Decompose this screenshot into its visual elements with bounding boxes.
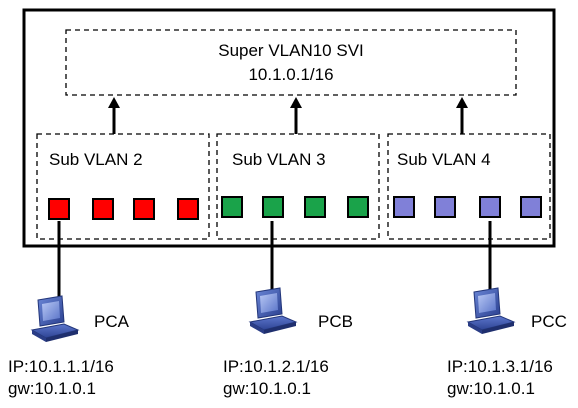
port [92, 198, 114, 220]
super-vlan-box [65, 29, 517, 96]
sub-vlan-box-3 [216, 133, 380, 240]
computer-icon [249, 287, 297, 335]
sub-vlan-label-3: Sub VLAN 3 [232, 150, 326, 169]
port [133, 198, 155, 220]
host-ip-pcc: IP:10.1.3.1/16 [447, 357, 553, 376]
port [221, 196, 243, 218]
port [347, 196, 369, 218]
ports-sub-vlan-3 [221, 196, 369, 218]
host-gw-pcb: gw:10.1.0.1 [223, 379, 311, 398]
host-name-pcb: PCB [318, 312, 353, 331]
port [262, 196, 284, 218]
host-name-pcc: PCC [531, 312, 567, 331]
port [393, 196, 415, 218]
computer-icon [467, 287, 515, 335]
switch-chassis [22, 8, 556, 248]
sub-vlan-label-2: Sub VLAN 2 [49, 150, 143, 169]
arrow-sub-vlan-3 [290, 97, 302, 134]
host-gw-pca: gw:10.1.0.1 [8, 379, 96, 398]
arrow-sub-vlan-2 [108, 97, 120, 134]
ports-sub-vlan-2 [48, 198, 199, 220]
sub-vlan-box-2 [36, 133, 210, 240]
host-name-pca: PCA [94, 312, 129, 331]
host-ip-pcb: IP:10.1.2.1/16 [223, 357, 329, 376]
super-vlan-address: 10.1.0.1/16 [248, 65, 334, 84]
host-ip-pca: IP:10.1.1.1/16 [8, 357, 114, 376]
computer-icon [31, 295, 79, 343]
host-gw-pcc: gw:10.1.0.1 [447, 379, 535, 398]
port [434, 196, 456, 218]
port [304, 196, 326, 218]
ports-sub-vlan-4 [393, 196, 542, 218]
arrow-sub-vlan-4 [456, 97, 468, 134]
sub-vlan-label-4: Sub VLAN 4 [397, 150, 491, 169]
port [48, 198, 70, 220]
super-vlan-title: Super VLAN10 SVI [218, 41, 364, 60]
port [479, 196, 501, 218]
port [520, 196, 542, 218]
port [177, 198, 199, 220]
sub-vlan-box-4 [387, 133, 551, 240]
